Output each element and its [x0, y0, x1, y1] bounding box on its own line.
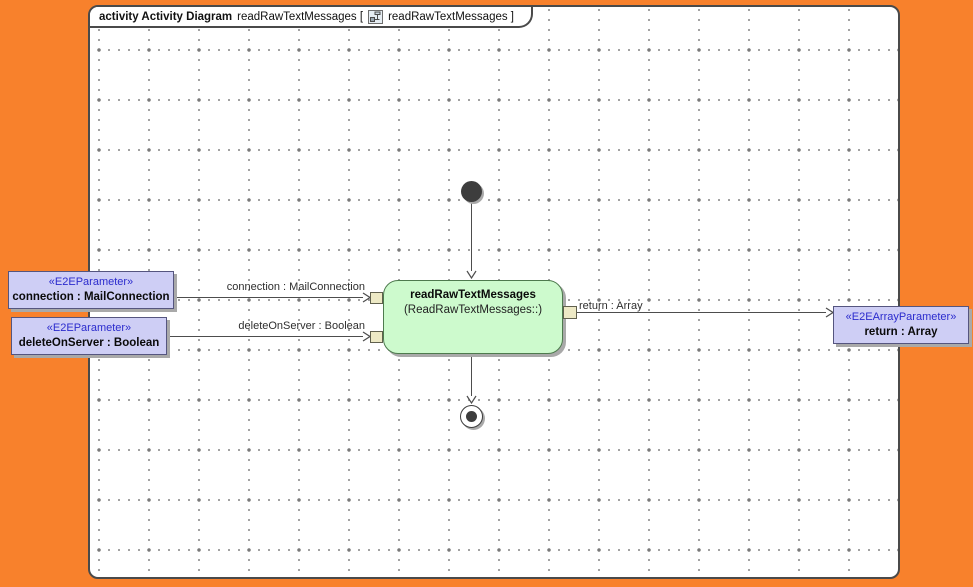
- edge-label-deleteonserver[interactable]: deleteOnServer : Boolean: [238, 320, 365, 332]
- diagram-name-label: readRawTextMessages [: [237, 10, 364, 23]
- activity-final-node[interactable]: [460, 405, 483, 428]
- arrowhead-icon: [466, 395, 477, 404]
- edge-action-to-final[interactable]: [471, 353, 472, 396]
- parameter-node-connection[interactable]: «E2EParameter» connection : MailConnecti…: [8, 271, 174, 309]
- parameter-name-label: deleteOnServer : Boolean: [18, 337, 160, 349]
- output-pin-return[interactable]: [563, 306, 577, 319]
- input-pin-connection[interactable]: [370, 292, 383, 304]
- edge-return-parameter[interactable]: [577, 312, 826, 313]
- edge-label-connection[interactable]: connection : MailConnection: [226, 281, 365, 293]
- stereotype-label: «E2EParameter»: [46, 322, 132, 334]
- diagram-kind-label: activity Activity Diagram: [99, 10, 233, 23]
- parameter-node-deleteonserver[interactable]: «E2EParameter» deleteOnServer : Boolean: [11, 317, 167, 355]
- parameter-node-return[interactable]: «E2EArrayParameter» return : Array: [833, 306, 969, 344]
- stereotype-label: «E2EParameter»: [48, 276, 134, 288]
- edge-initial-to-action[interactable]: [471, 202, 472, 271]
- arrowhead-icon: [466, 270, 477, 279]
- diagram-ref-label: readRawTextMessages ]: [388, 10, 514, 23]
- activity-diagram-icon: [368, 9, 384, 24]
- parameter-name-label: connection : MailConnection: [12, 291, 170, 303]
- input-pin-deleteonserver[interactable]: [370, 331, 383, 343]
- action-qualifier-label: (ReadRawTextMessages::): [403, 304, 543, 316]
- edge-connection-parameter[interactable]: [175, 297, 363, 298]
- edge-deleteonserver-parameter[interactable]: [168, 336, 363, 337]
- edge-label-return[interactable]: return : Array: [579, 300, 643, 312]
- action-node-readrawtextmessages[interactable]: readRawTextMessages (ReadRawTextMessages…: [383, 280, 563, 354]
- stereotype-label: «E2EArrayParameter»: [845, 311, 957, 323]
- parameter-name-label: return : Array: [864, 326, 938, 338]
- action-name-label: readRawTextMessages: [410, 289, 536, 301]
- activity-final-inner-dot: [466, 411, 477, 422]
- initial-node[interactable]: [461, 181, 482, 202]
- diagram-title-tab[interactable]: activity Activity Diagram readRawTextMes…: [90, 7, 533, 28]
